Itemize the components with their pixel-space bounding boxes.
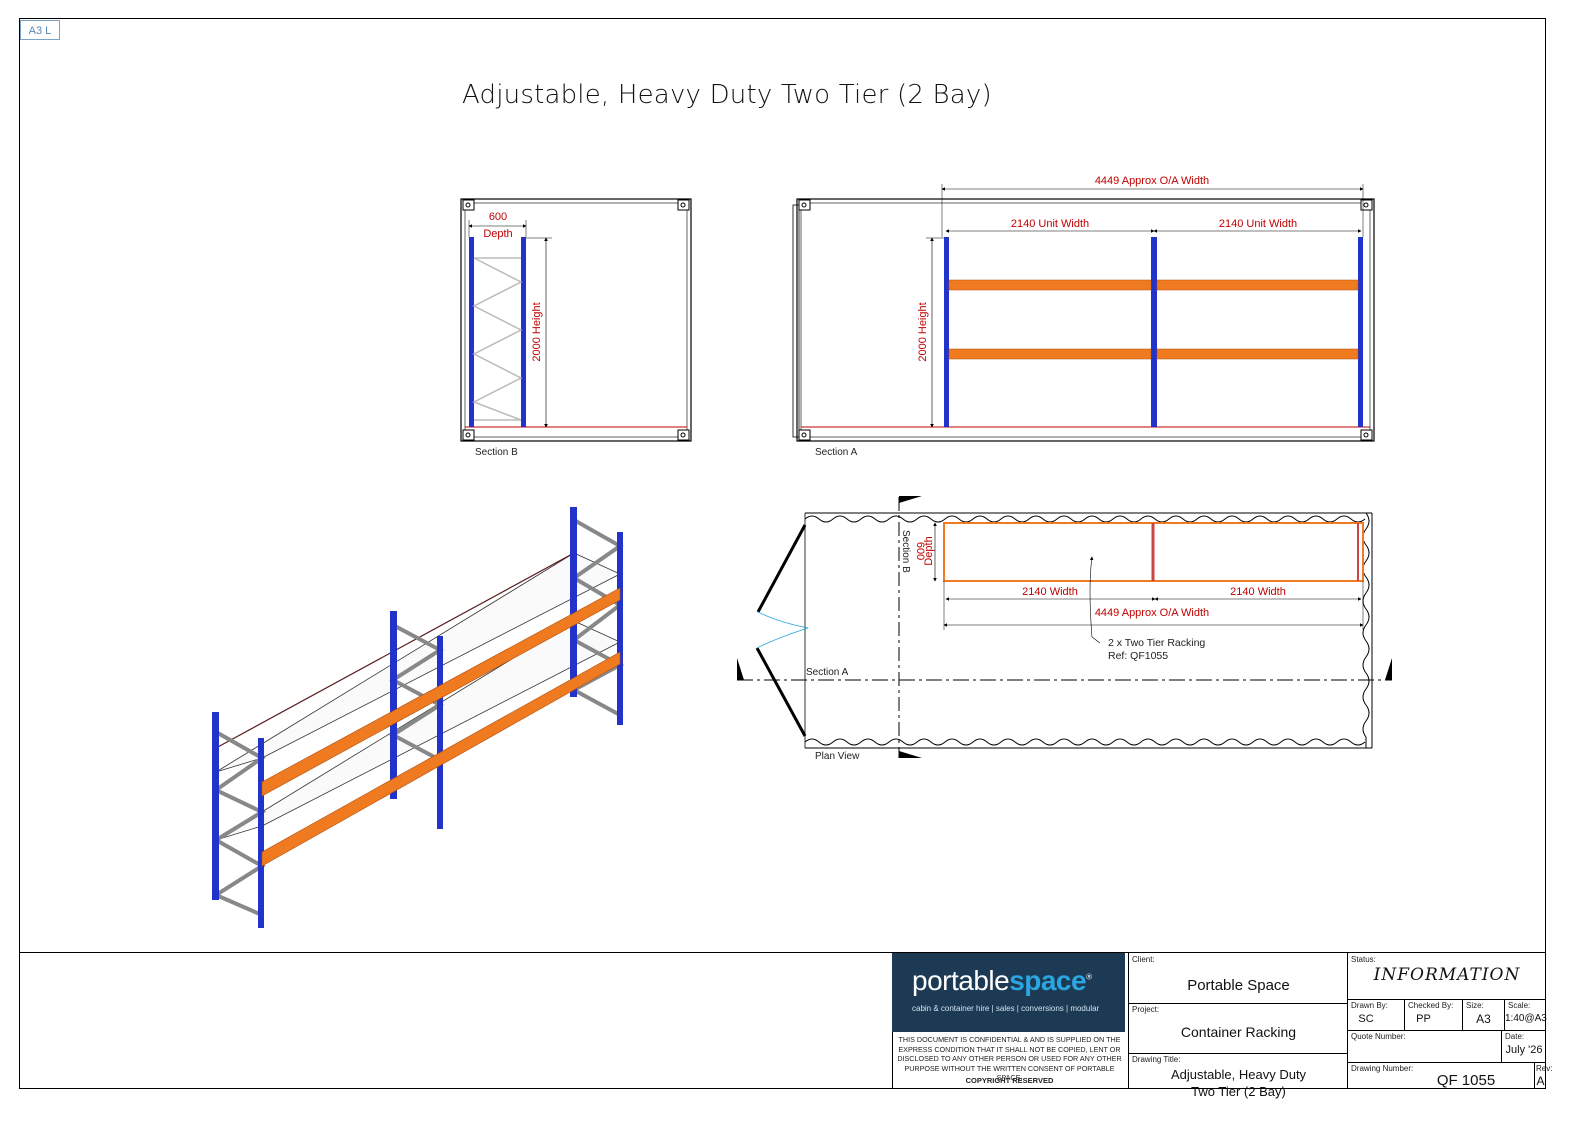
logo-tagline: cabin & container hire | sales | convers…: [912, 1004, 1100, 1013]
left-frame-bracing: [211, 730, 267, 917]
upright-rear: [521, 237, 526, 427]
plan-width-1: 2140 Width: [1022, 586, 1078, 598]
drawing-number-cell: Drawing Number: QF 1055: [1347, 1062, 1534, 1089]
section-b-depth-value: 600: [489, 211, 507, 223]
right-front-upright: [570, 507, 577, 697]
checked-by-cell: Checked By: PP: [1404, 999, 1462, 1030]
corner-casting: [462, 429, 475, 441]
status-cell: Status: INFORMATION: [1347, 953, 1546, 999]
section-b-height-label: 2000 Height: [531, 302, 543, 361]
drawn-by-cell: Drawn By: SC: [1347, 999, 1404, 1030]
date-cell: Date: July '26: [1501, 1030, 1546, 1062]
drawing-title: Adjustable, Heavy Duty Two Tier (2 Bay): [462, 80, 992, 110]
drawing-title-line2: Two Tier (2 Bay): [1191, 1084, 1286, 1099]
drawing-title-line1: Adjustable, Heavy Duty: [1170, 1067, 1307, 1082]
section-a-view: 4449 Approx O/A Width 2140 Unit Width 21…: [792, 175, 1375, 458]
plan-overall-width: 4449 Approx O/A Width: [1095, 607, 1209, 619]
upright-middle: [1151, 237, 1157, 427]
section-a-unit-width-2: 2140 Unit Width: [1219, 218, 1297, 230]
rev-cell: Rev: A: [1534, 1062, 1553, 1089]
section-b-container-outline: [460, 198, 692, 442]
middle-rear-upright: [437, 636, 443, 829]
plan-note-line1: 2 x Two Tier Racking: [1108, 637, 1205, 649]
checked-by-value: PP: [1416, 1013, 1431, 1025]
container-wall-top: [804, 515, 1366, 523]
section-a-unit-width-1: 2140 Unit Width: [1011, 218, 1089, 230]
technical-drawing: 600 Depth 2000 Height Section B 4449 App…: [211, 175, 1392, 928]
date-value: July '26: [1505, 1044, 1543, 1056]
beam-lower-bay-2: [1156, 348, 1359, 360]
plan-view: 600 Depth 2140 Width 2140 Width 4449 App…: [737, 496, 1392, 762]
section-a-height-label: 2000 Height: [917, 302, 929, 361]
section-a-label: Section A: [815, 447, 858, 458]
scale-cell: Scale: 1:40@A3: [1504, 999, 1547, 1030]
confidentiality-notice: THIS DOCUMENT IS CONFIDENTIAL & AND IS S…: [892, 1032, 1125, 1089]
plan-width-2: 2140 Width: [1230, 586, 1286, 598]
upright-left: [944, 237, 949, 427]
drawing-number-value: QF 1055: [1436, 1072, 1496, 1089]
plan-note-line2: Ref: QF1055: [1108, 650, 1168, 662]
lower-front-beam: [261, 651, 621, 867]
beam-upper-bay-2: [1156, 279, 1359, 291]
door-leaf-bottom: [755, 647, 807, 737]
corner-casting: [677, 429, 690, 441]
door-leaf-top: [756, 524, 807, 613]
frame-bracing: [472, 257, 523, 421]
drawing-frame: [19, 18, 1546, 1089]
beam-upper-bay-1: [948, 279, 1152, 291]
right-rear-upright: [617, 532, 623, 725]
plan-section-a-marker: Section A: [806, 667, 849, 678]
project-cell: Project: Container Racking: [1128, 1003, 1348, 1053]
logo-wordmark: portablespace®: [912, 965, 1092, 996]
corner-casting: [677, 199, 690, 211]
rev-value: A: [1536, 1074, 1545, 1088]
section-a-overall-width: 4449 Approx O/A Width: [1095, 175, 1209, 187]
plan-view-label: Plan View: [815, 751, 860, 762]
upright-front: [469, 237, 474, 427]
size-value: A3: [1476, 1012, 1491, 1026]
plan-depth-value: 600: [914, 542, 926, 560]
section-b-view: 600 Depth 2000 Height Section B: [460, 198, 692, 458]
upper-front-beam: [261, 587, 621, 797]
drawn-by-value: SC: [1358, 1013, 1374, 1025]
beam-lower-bay-1: [948, 348, 1152, 360]
client-value: Portable Space: [1187, 977, 1290, 994]
plan-depth-label: Depth: [923, 536, 935, 565]
container-wall-bottom: [804, 738, 1366, 746]
section-b-depth-label: Depth: [483, 228, 512, 240]
section-a-container-outline: [796, 198, 1375, 442]
container-end-wall: [1362, 512, 1370, 748]
client-cell: Client: Portable Space: [1128, 953, 1348, 1003]
sheet-size-tag: A3 L: [20, 20, 60, 40]
scale-value: 1:40@A3: [1505, 1013, 1547, 1024]
plan-section-b-marker: Section B: [900, 530, 911, 573]
company-logo: portablespace® cabin & container hire | …: [892, 953, 1125, 1032]
quote-number-cell: Quote Number:: [1347, 1030, 1501, 1062]
corner-casting: [462, 199, 475, 211]
left-rear-upright: [258, 738, 264, 928]
upright-right: [1358, 237, 1363, 427]
project-value: Container Racking: [1180, 1024, 1297, 1040]
isometric-view: [211, 507, 625, 928]
title-block: [19, 952, 1546, 1089]
middle-front-upright: [390, 611, 397, 799]
left-front-upright: [212, 712, 219, 900]
drawing-title-cell: Drawing Title: Adjustable, Heavy Duty Tw…: [1128, 1053, 1348, 1099]
container-doors-edge: [792, 204, 800, 438]
status-value: INFORMATION: [1373, 965, 1521, 985]
copyright-notice: COPYRIGHT RESERVED: [965, 1076, 1054, 1085]
size-cell: Size: A3: [1462, 999, 1504, 1030]
section-b-label: Section B: [475, 447, 518, 458]
